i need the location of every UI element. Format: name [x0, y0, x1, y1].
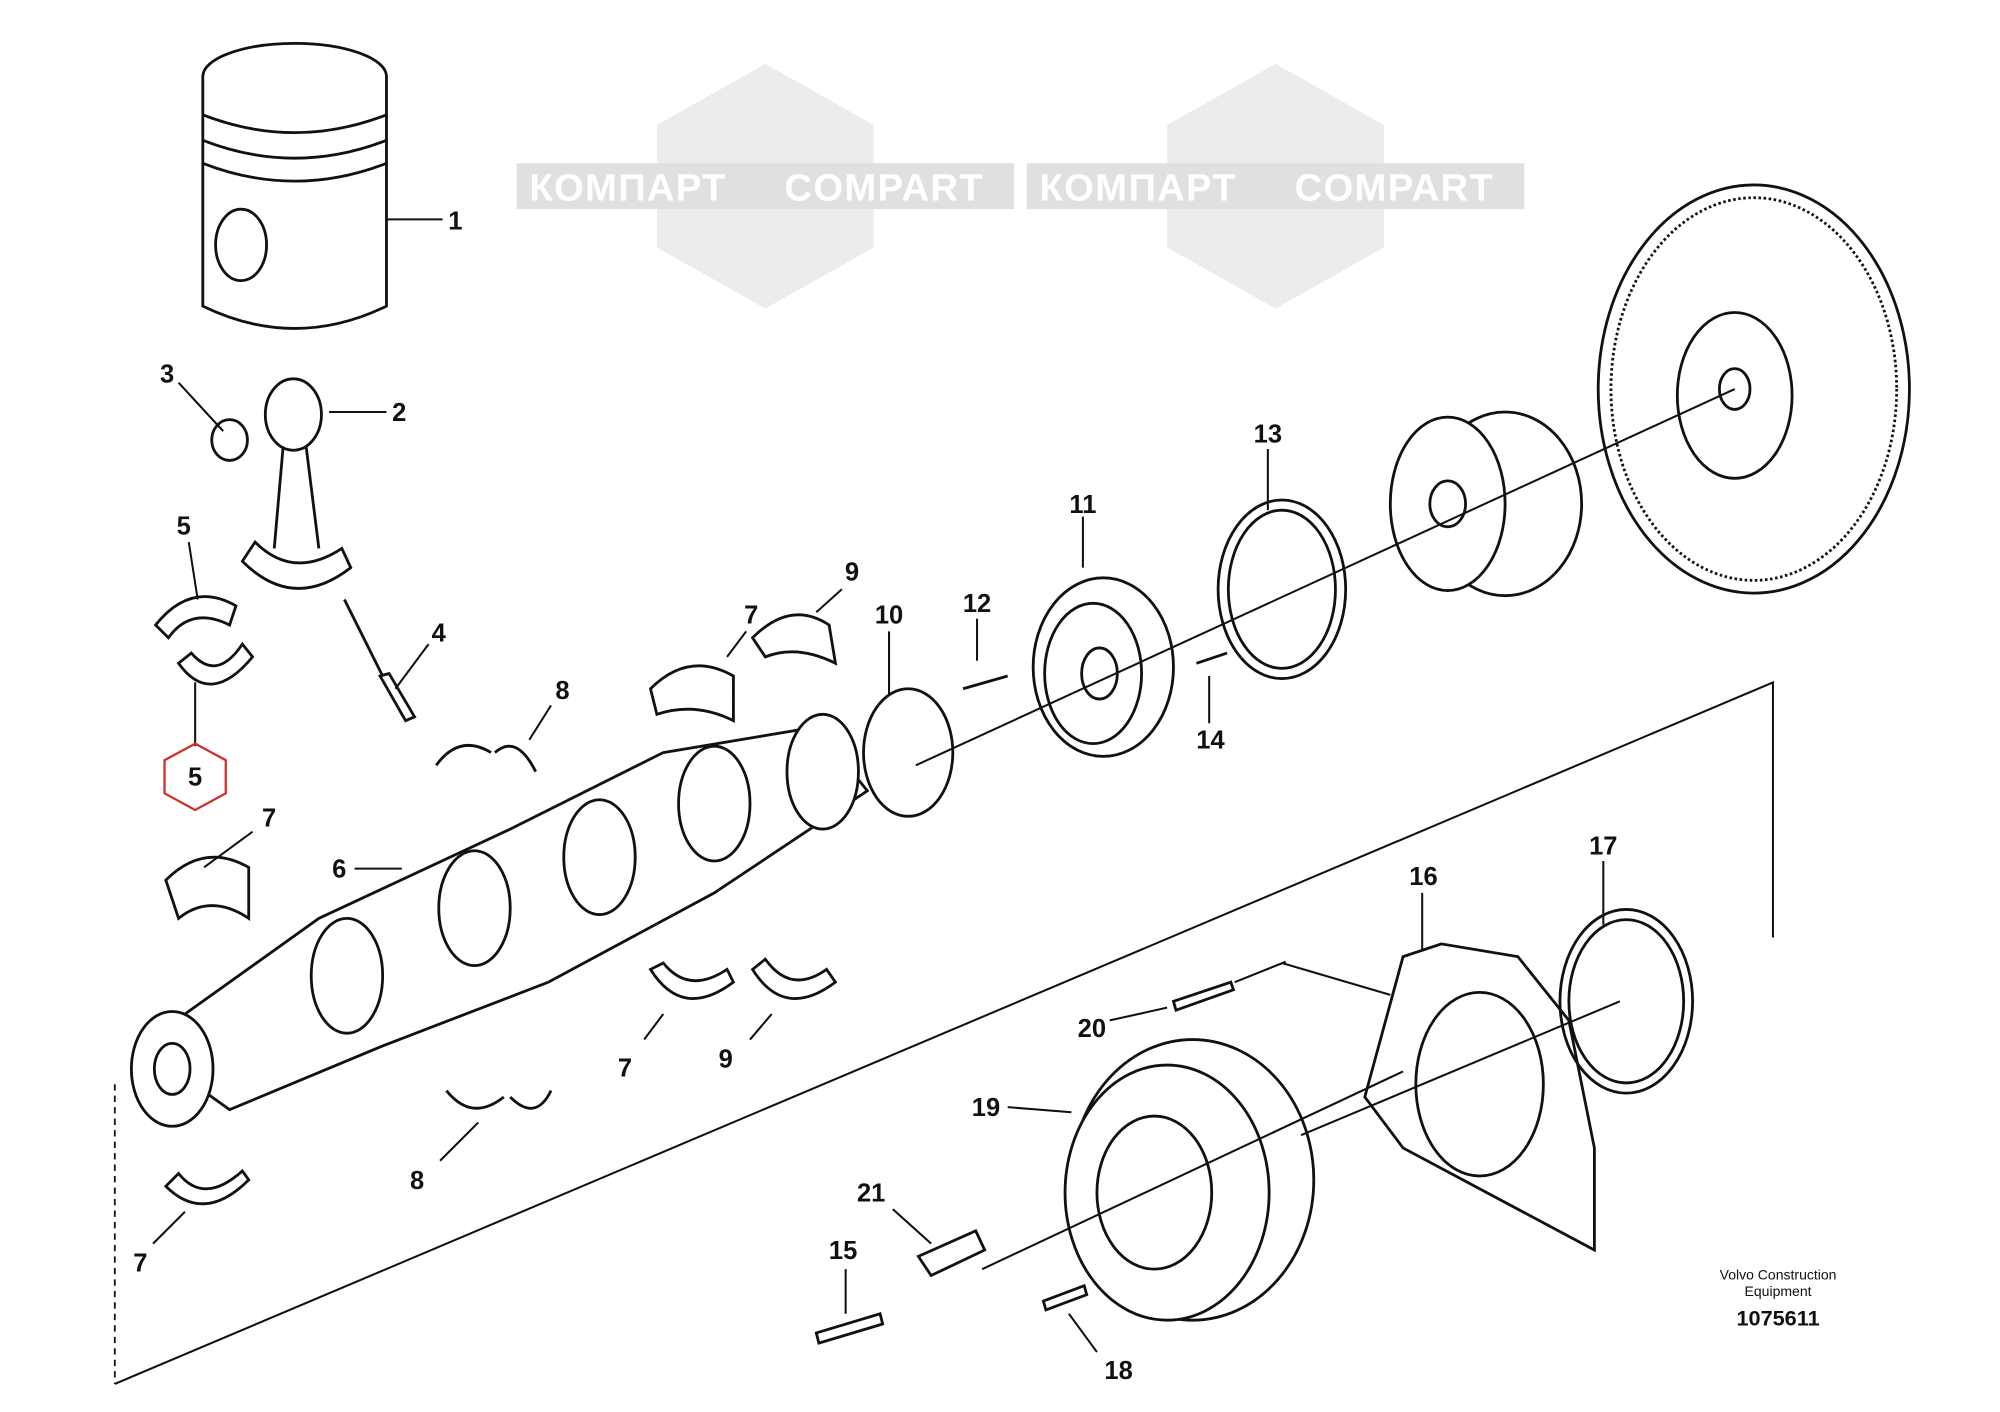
callout-leaders [152, 218, 1605, 1353]
watermark-bands [516, 163, 1525, 210]
drawing-number: 1075611 [1736, 1305, 1819, 1330]
bearing-shells [153, 595, 838, 1206]
callout-number[interactable]: 7 [133, 1250, 147, 1278]
callout-number[interactable]: 13 [1254, 421, 1282, 449]
maker-line1: Volvo Construction [1720, 1266, 1837, 1282]
crankshaft [129, 712, 870, 1128]
rear-cover-16 [1363, 942, 1596, 1253]
callout-number[interactable]: 1 [448, 208, 462, 236]
seal-17 [1558, 908, 1695, 1095]
crank-gear-11 [962, 576, 1228, 758]
callout-number[interactable]: 20 [1078, 1015, 1106, 1043]
seal-13 [1216, 498, 1348, 680]
callout-number[interactable]: 8 [410, 1167, 424, 1195]
bolts [377, 671, 1236, 1345]
callout-number[interactable]: 9 [719, 1046, 733, 1074]
callout-number[interactable]: 19 [972, 1094, 1000, 1122]
flywheel [915, 183, 1911, 767]
callout-number[interactable]: 15 [829, 1237, 857, 1265]
piston [201, 41, 388, 330]
callout-number[interactable]: 10 [875, 602, 903, 630]
callout-number[interactable]: 2 [392, 399, 406, 427]
watermark-text: КОМПАРТ [1040, 166, 1237, 209]
watermark-text: COMPART [1295, 166, 1494, 209]
pulley-19 [981, 1000, 1621, 1322]
watermark-text: КОМПАРТ [529, 166, 726, 209]
watermark-band [1026, 163, 1525, 210]
callout-number[interactable]: 4 [432, 620, 447, 648]
callout-number[interactable]: 21 [857, 1180, 885, 1208]
callout-number[interactable]: 12 [963, 590, 991, 618]
connecting-rod [210, 377, 404, 715]
callout-number[interactable]: 16 [1409, 863, 1437, 891]
watermark-band [516, 163, 1015, 210]
callout-number[interactable]: 6 [332, 856, 346, 884]
callout-number[interactable]: 7 [262, 805, 276, 833]
watermark-layer: КОМПАРТ COMPART КОМПАРТ COMPART [516, 63, 1525, 309]
callout-highlighted[interactable]: 5 [188, 764, 202, 792]
callout-number[interactable]: 17 [1589, 833, 1617, 861]
callout-number[interactable]: 5 [177, 512, 191, 540]
callout-number[interactable]: 14 [1196, 727, 1225, 755]
callout-number[interactable]: 7 [618, 1055, 632, 1083]
callout-number[interactable]: 7 [744, 602, 758, 630]
callout-number[interactable]: 18 [1104, 1357, 1132, 1385]
frame-lines [113, 680, 1774, 1385]
callout-number[interactable]: 3 [160, 361, 174, 389]
seal-ring-10 [862, 687, 955, 818]
callout-number[interactable]: 8 [555, 677, 569, 705]
watermark-texts: КОМПАРТ COMPART КОМПАРТ COMPART [529, 166, 1494, 209]
flywheel-hub [1388, 410, 1584, 598]
callout-number[interactable]: 11 [1069, 491, 1096, 519]
maker-line2: Equipment [1745, 1283, 1812, 1299]
callout-number[interactable]: 9 [845, 558, 859, 586]
watermark-text: COMPART [784, 166, 983, 209]
highlight-hexagon [163, 742, 227, 812]
